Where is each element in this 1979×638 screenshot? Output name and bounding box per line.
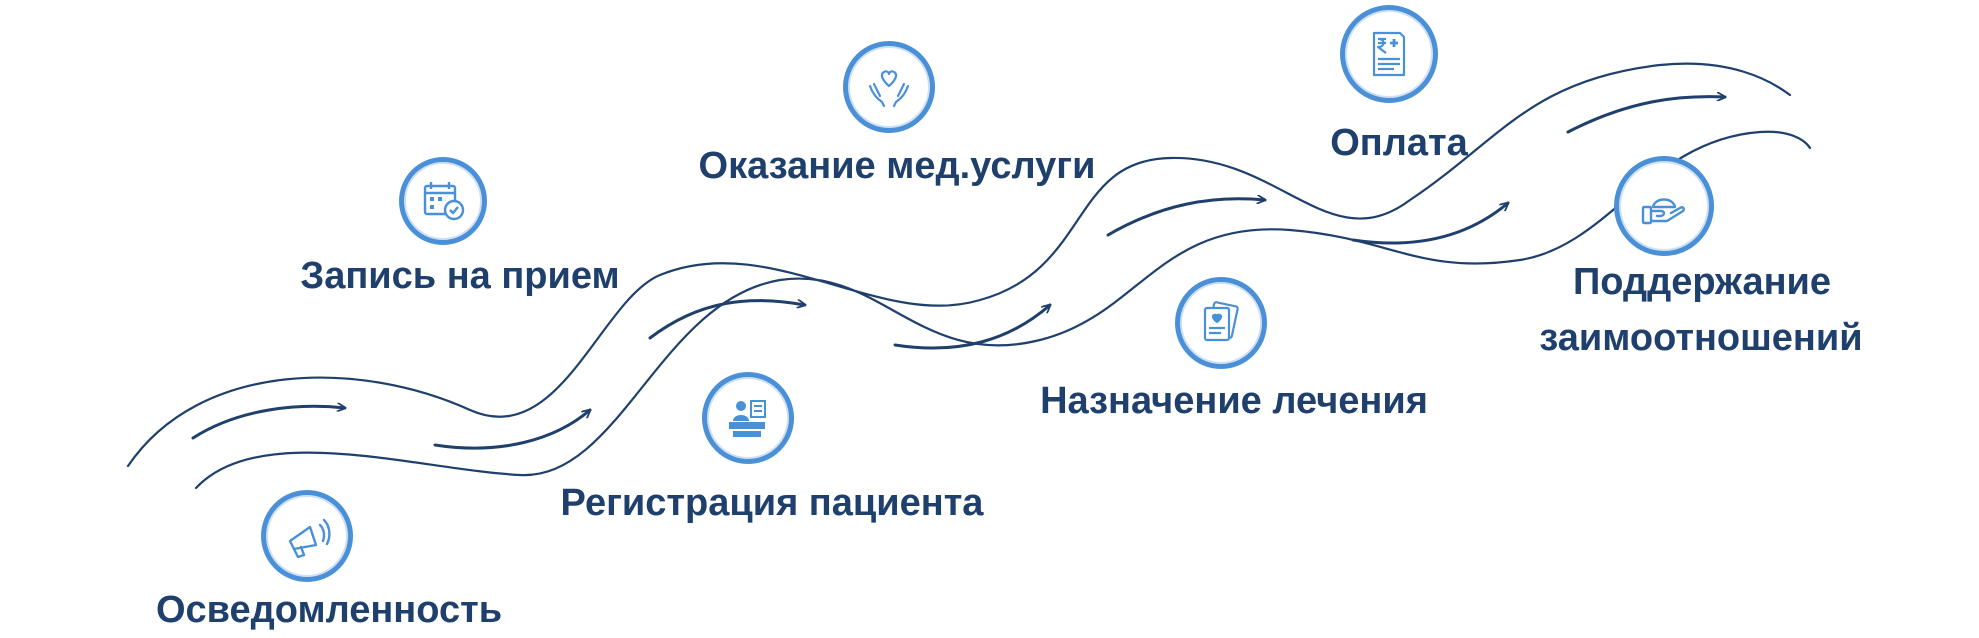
- reception-desk-icon: [729, 400, 766, 437]
- flow-arrow-6: [1351, 203, 1508, 245]
- flow-arrow-4: [893, 305, 1050, 350]
- stage-payment-badge: [1340, 5, 1438, 103]
- flow-arrow-7: [1566, 97, 1727, 134]
- hand-support-icon: [1641, 198, 1685, 225]
- stage-awareness-label: Осведомленность: [155, 589, 503, 631]
- stage-service-label: Оказание мед.услуги: [698, 145, 1096, 187]
- megaphone-icon: [288, 518, 331, 559]
- flow-arrow-1: [191, 406, 347, 440]
- stage-retention-badge: [1614, 156, 1714, 256]
- stage-booking-label: Запись на прием: [300, 255, 620, 297]
- prescription-documents-icon: [1203, 301, 1239, 342]
- invoice-icon: [1372, 31, 1406, 77]
- calendar-icon: [423, 182, 465, 221]
- stage-retention-label-line1: Поддержание: [1572, 261, 1832, 303]
- flow-arrow-5: [1106, 199, 1267, 237]
- stage-treatment-label: Назначение лечения: [1040, 380, 1428, 422]
- stage-awareness-badge: [261, 490, 353, 582]
- stage-registration-label: Регистрация пациента: [560, 482, 984, 524]
- stage-service-badge: [843, 41, 935, 133]
- stage-booking-badge: [399, 157, 487, 245]
- stage-payment-label: Оплата: [1330, 122, 1468, 164]
- flow-arrow-3: [648, 299, 805, 340]
- stage-registration-badge: [702, 372, 794, 464]
- stage-treatment-badge: [1175, 277, 1267, 369]
- flow-arrow-2: [433, 410, 590, 450]
- caring-hands-heart-icon: [868, 70, 910, 108]
- stage-retention-label-line2: заимоотношений: [1539, 317, 1863, 359]
- flow-upper-line: [126, 62, 1792, 468]
- flow-lower-line: [194, 130, 1812, 490]
